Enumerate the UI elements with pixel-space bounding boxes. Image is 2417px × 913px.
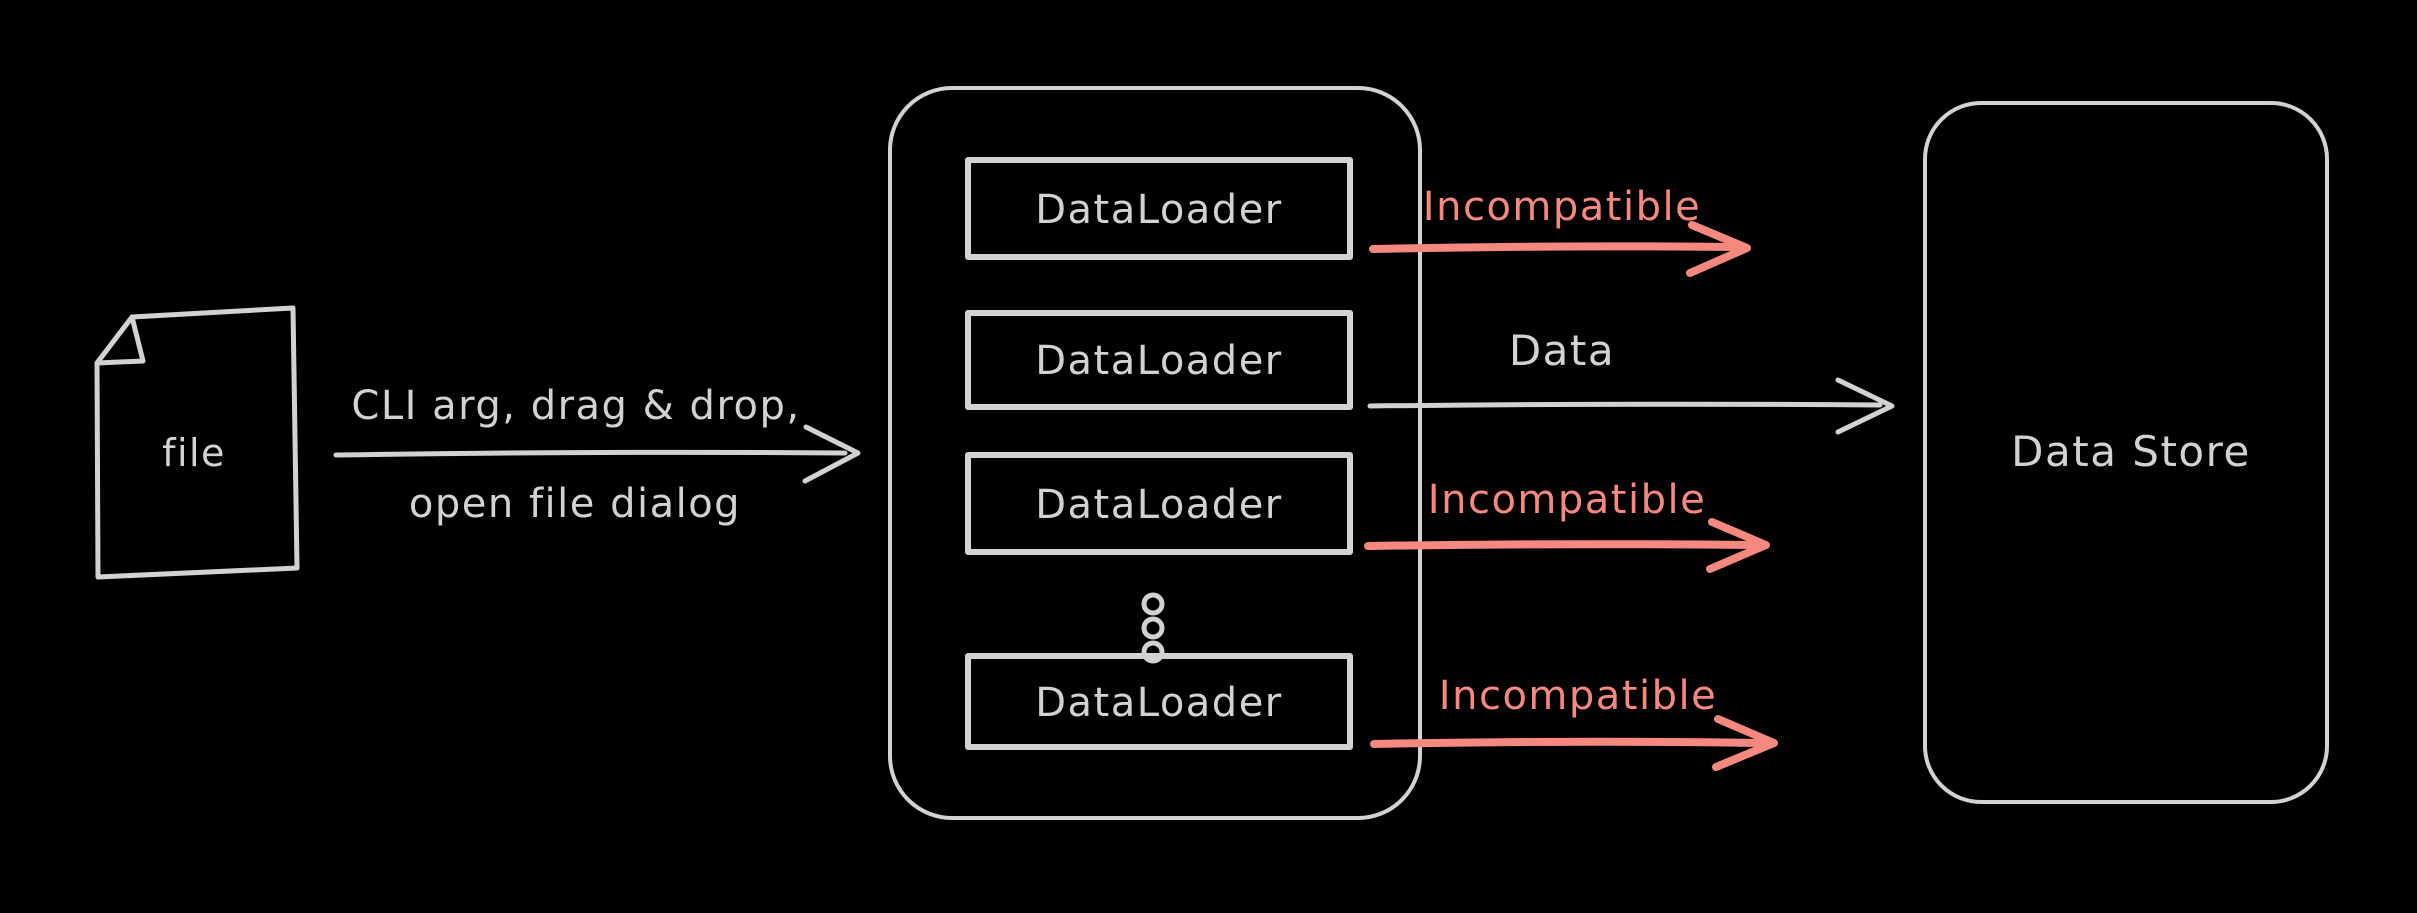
dataloader-label-1: DataLoader xyxy=(1035,187,1283,233)
ellipsis-dot-3 xyxy=(1141,640,1165,664)
ellipsis-dots xyxy=(1141,592,1165,664)
input-arrow-label-line2: open file dialog xyxy=(409,481,741,527)
loader-stack-container xyxy=(888,86,1422,820)
output-line-incompatible-2 xyxy=(1364,540,1758,550)
file-icon xyxy=(94,305,300,580)
input-arrow-head xyxy=(802,424,861,484)
dataloader-label-3: DataLoader xyxy=(1035,482,1283,528)
output-label-incompatible-1: Incompatible xyxy=(1423,184,1701,230)
output-head-incompatible-2 xyxy=(1706,518,1770,573)
output-arrow-incompatible-2: Incompatible xyxy=(1364,477,1770,573)
output-head-incompatible-1 xyxy=(1686,221,1751,277)
output-line-data xyxy=(1367,401,1883,409)
file-icon-fold xyxy=(94,314,146,366)
dataloader-label-2: DataLoader xyxy=(1035,338,1283,384)
file-node: file xyxy=(94,305,300,580)
dataloader-label-4: DataLoader xyxy=(1035,680,1283,726)
input-arrow-label-line1: CLI arg, drag & drop, xyxy=(351,383,800,429)
output-arrow-incompatible-1: Incompatible xyxy=(1369,184,1751,277)
loader-stack: DataLoader DataLoader DataLoader DataLoa… xyxy=(888,86,1422,820)
file-label: file xyxy=(162,431,226,475)
output-label-incompatible-2: Incompatible xyxy=(1428,477,1706,523)
output-label-incompatible-3: Incompatible xyxy=(1439,673,1717,719)
input-arrow-line xyxy=(333,449,848,458)
output-arrow-data: Data xyxy=(1367,326,1895,435)
output-line-incompatible-3 xyxy=(1370,737,1766,748)
output-line-incompatible-1 xyxy=(1369,242,1740,253)
output-arrow-incompatible-3: Incompatible xyxy=(1370,673,1778,771)
dataloader-box-3 xyxy=(965,452,1353,555)
dataloader-box-4 xyxy=(965,653,1353,750)
input-arrow-group: CLI arg, drag & drop, open file dialog xyxy=(333,383,861,527)
data-store-node: Data Store xyxy=(1923,101,2329,804)
dataloader-box-2 xyxy=(965,310,1353,410)
data-store-box xyxy=(1923,101,2329,804)
ellipsis-dot-1 xyxy=(1141,592,1165,616)
dataloader-box-1 xyxy=(965,157,1353,260)
data-store-label: Data Store xyxy=(2011,427,2251,476)
output-head-data xyxy=(1835,377,1895,435)
output-head-incompatible-3 xyxy=(1712,715,1778,771)
ellipsis-dot-2 xyxy=(1141,616,1165,640)
output-label-data: Data xyxy=(1509,326,1615,375)
